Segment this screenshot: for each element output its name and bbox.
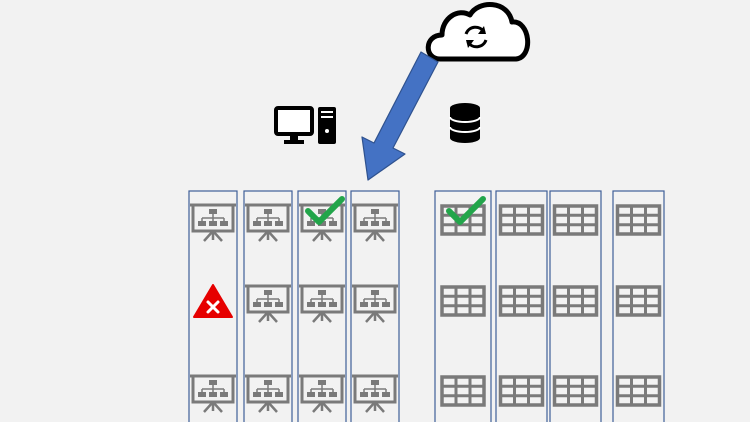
presentation-server-group (188, 190, 400, 422)
cloud-sync-icon (425, 2, 531, 62)
download-arrow (361, 51, 439, 181)
table-database-group (434, 190, 665, 422)
desktop-computer-icon (274, 106, 336, 144)
database-icon (449, 103, 481, 143)
